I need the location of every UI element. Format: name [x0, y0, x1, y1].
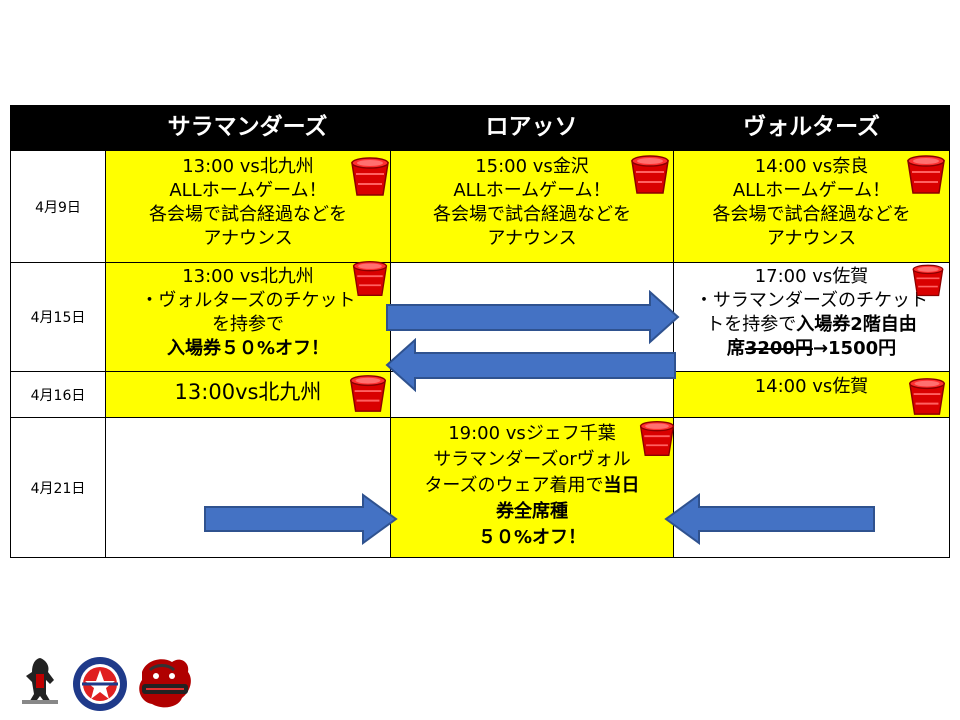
cell-text: 13:00 vs北九州 ALLホームゲーム！ 各会場で試合経過などを アナウンス: [106, 151, 390, 251]
text-line: サラマンダーズorヴォル: [433, 449, 631, 470]
text-line: 各会場で試合経過などを: [712, 204, 911, 225]
table-cell: [105, 417, 391, 558]
bucket-icon: [352, 260, 388, 297]
bucket-icon: [631, 155, 669, 194]
bucket-icon: [912, 264, 944, 297]
text-line: 13:00 vs北九州: [182, 156, 314, 177]
salamanders-logo: [139, 659, 191, 708]
table-cell: 13:00 vs北九州 ALLホームゲーム！ 各会場で試合経過などを アナウンス: [105, 150, 391, 263]
text-line: 15:00 vs金沢: [475, 156, 589, 177]
text-line: アナウンス: [203, 228, 293, 249]
header-volters: ヴォルターズ: [743, 114, 880, 140]
text-line: ターズのウェア着用で当日: [391, 473, 673, 499]
volters-logo: [73, 657, 127, 711]
table-cell: 13:00 vs北九州 ・ヴォルターズのチケット を持参で 入場券５０%オフ！: [105, 262, 391, 372]
text-span: ターズのウェア着用で: [424, 475, 604, 496]
text-line: 各会場で試合経過などを: [149, 204, 347, 225]
text-line: ５０%オフ！: [477, 527, 587, 548]
bucket-icon: [639, 420, 675, 457]
arrow-left-icon: [664, 493, 875, 545]
date-cell: 4月16日: [10, 371, 106, 418]
text-span: 席: [726, 338, 745, 359]
table-cell: 14:00 vs佐賀: [673, 371, 950, 418]
arrow-right-icon: [204, 493, 398, 545]
text-line: 13:00 vs北九州: [182, 266, 314, 287]
bucket-icon: [908, 377, 946, 416]
cell-text: 19:00 vsジェフ千葉 サラマンダーズorヴォル ターズのウェア着用で当日 …: [391, 418, 673, 551]
cell-text: 13:00 vs北九州 ・ヴォルターズのチケット を持参で 入場券５０%オフ！: [106, 263, 390, 361]
text-line: 各会場で試合経過などを: [433, 204, 631, 225]
bucket-icon: [349, 374, 387, 413]
cell-text: 13:00vs北九州: [174, 380, 322, 404]
cell-text: 15:00 vs金沢 ALLホームゲーム！ 各会場で試合経過などを アナウンス: [391, 151, 673, 251]
text-span: トを持参で: [706, 314, 797, 335]
cell-text: 17:00 vs佐賀 ・サラマンダーズのチケット トを持参で入場券2階自由 席3…: [674, 263, 949, 361]
table-cell: [673, 417, 950, 558]
text-line: を持参で: [212, 314, 284, 335]
header-roasso: ロアッソ: [485, 114, 578, 140]
text-line: アナウンス: [487, 228, 577, 249]
text-line: 14:00 vs奈良: [754, 156, 869, 177]
table-cell: 15:00 vs金沢 ALLホームゲーム！ 各会場で試合経過などを アナウンス: [390, 150, 674, 263]
text-line: アナウンス: [766, 228, 857, 249]
table-cell: 19:00 vsジェフ千葉 サラマンダーズorヴォル ターズのウェア着用で当日 …: [390, 417, 674, 558]
text-span: →1500円: [812, 338, 897, 359]
arrow-right-icon: [386, 290, 680, 345]
text-line: ALLホームゲーム！: [169, 180, 327, 201]
text-line: トを持参で入場券2階自由: [674, 313, 949, 337]
date-cell: 4月21日: [10, 417, 106, 558]
cell-text: 14:00 vs佐賀: [754, 376, 869, 397]
date-cell: 4月15日: [10, 262, 106, 372]
text-line: 19:00 vsジェフ千葉: [448, 423, 616, 444]
text-line: 券全席種: [496, 501, 568, 522]
table-cell: 13:00vs北九州: [105, 371, 391, 418]
table-cell: 17:00 vs佐賀 ・サラマンダーズのチケット トを持参で入場券2階自由 席3…: [673, 262, 950, 372]
arrow-left-icon: [385, 338, 676, 393]
strikethrough-price: 3200円: [744, 338, 813, 359]
text-line: ALLホームゲーム！: [453, 180, 611, 201]
horse-logo: [22, 658, 58, 704]
table-header: [10, 105, 950, 150]
text-span: 入場券2階自由: [796, 314, 917, 335]
date-cell: 4月9日: [10, 150, 106, 263]
bucket-icon: [907, 155, 945, 194]
bucket-icon: [351, 157, 389, 196]
cell-text: 14:00 vs奈良 ALLホームゲーム！ 各会場で試合経過などを アナウンス: [674, 151, 949, 251]
text-line: ALLホームゲーム！: [732, 180, 891, 201]
text-line: 17:00 vs佐賀: [754, 266, 869, 287]
header-salamanders: サラマンダーズ: [167, 114, 328, 140]
text-span: 当日: [603, 475, 640, 496]
text-line: 席3200円→1500円: [674, 337, 949, 361]
text-line: ・ヴォルターズのチケット: [140, 290, 356, 311]
text-line: 入場券５０%オフ！: [166, 338, 330, 359]
text-line: ・サラマンダーズのチケット: [694, 290, 929, 311]
